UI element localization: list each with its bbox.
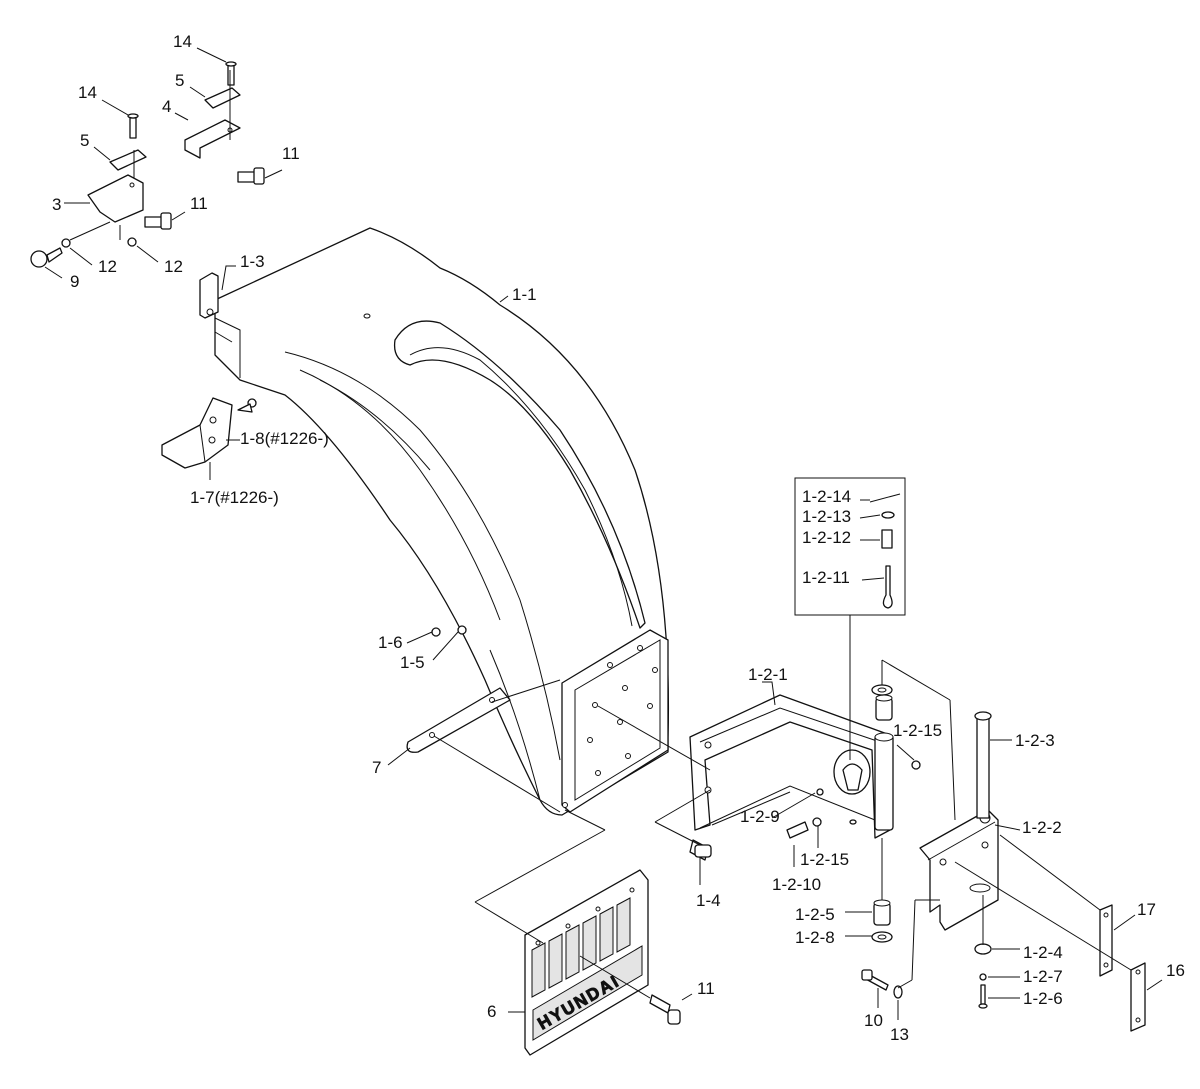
callout-label-1-4: 1-4 [696,891,721,910]
callout-label-7: 7 [372,758,381,777]
callout-label-1-2-1: 1-2-1 [748,665,788,684]
callout-label-1-2-5: 1-2-5 [795,905,835,924]
callout-label-1-7: 1-7(#1226-) [190,488,279,507]
mud-flap-dots [531,897,643,1041]
bracket-1-2-2 [919,809,999,931]
callout-label-1-1: 1-1 [512,285,537,304]
stay-bar-7 [406,687,511,753]
callout-label-1-3: 1-3 [240,252,265,271]
callout-label-16: 16 [1166,961,1185,980]
callout-label-1-2-9: 1-2-9 [740,807,780,826]
callout-label-12a: 12 [98,257,117,276]
callout-label-4: 4 [162,97,171,116]
callout-label-1-2-3: 1-2-3 [1015,731,1055,750]
inset-box [794,477,906,760]
bracket-1-7 [161,397,233,469]
bracket-1-2-1 [689,694,894,839]
pin-1-2-3 [974,711,992,819]
callout-label-9: 9 [70,272,79,291]
callout-label-1-2-15b: 1-2-15 [800,850,849,869]
callout-label-1-2-6: 1-2-6 [1023,989,1063,1008]
callout-label-14b: 14 [78,83,97,102]
callout-label-3: 3 [52,195,61,214]
plate-17 [1099,904,1113,977]
callout-label-1-2-15a: 1-2-15 [893,721,942,740]
hardware [30,61,992,1025]
callout-label-1-2-10: 1-2-10 [772,875,821,894]
leader-lines [44,47,1163,1020]
callout-label-14a: 14 [173,32,192,51]
callout-label-1-8: 1-8(#1226-) [240,429,329,448]
bracket-1-3 [199,272,219,319]
callout-label-5a: 5 [175,71,184,90]
callout-label-1-2-7: 1-2-7 [1023,967,1063,986]
callout-label-1-2-11: 1-2-11 [802,568,850,587]
callout-label-17: 17 [1137,900,1156,919]
plate-16 [1130,962,1146,1032]
callout-label-6: 6 [487,1002,496,1021]
callout-label-1-2-13: 1-2-13 [802,507,851,526]
callout-label-11b: 11 [190,194,208,213]
callout-label-1-2-12: 1-2-12 [802,528,851,547]
callout-label-11a: 11 [282,144,300,163]
callout-label-1-2-4: 1-2-4 [1023,943,1063,962]
mud-flap-6: HYUNDAI [524,869,649,1056]
callout-label-10: 10 [864,1011,883,1030]
plate-bolt-holes [562,645,658,808]
callout-label-13: 13 [890,1025,909,1044]
callout-label-11c: 11 [697,979,715,998]
callout-label-1-6: 1-6 [378,633,403,652]
callout-label-1-2-2: 1-2-2 [1022,818,1062,837]
callout-label-12b: 12 [164,257,183,276]
callout-label-5b: 5 [80,131,89,150]
fender-body [214,227,670,816]
callout-label-1-2-14: 1-2-14 [802,487,851,506]
callout-label-1-5: 1-5 [400,653,425,672]
callout-label-1-2-8: 1-2-8 [795,928,835,947]
